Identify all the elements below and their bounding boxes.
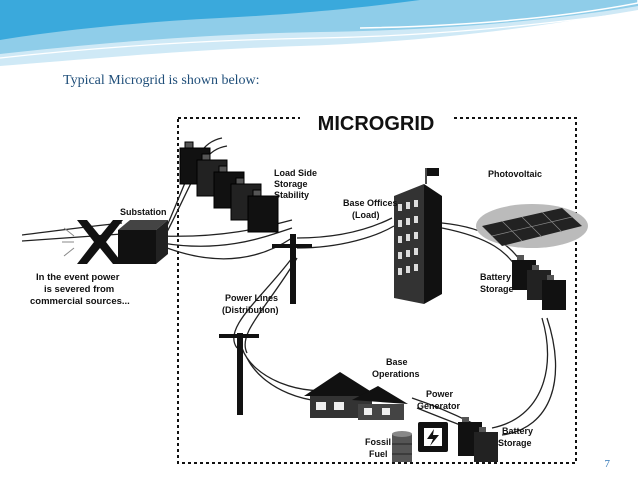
base-offices-label-line1: Base Offices	[343, 198, 398, 208]
page-number: 7	[604, 458, 611, 470]
battery-storage-right-label-line2: Storage	[480, 284, 514, 294]
photovoltaic-panel-icon	[476, 204, 588, 248]
battery-storage-bottom-label-line1: Battery	[502, 426, 533, 436]
fossil-fuel-label-line1: Fossil	[365, 437, 391, 447]
outage-note-line3: commercial sources...	[30, 296, 130, 307]
load-side-storage-label-line3: Stability	[274, 190, 309, 200]
power-lines-label-line2: (Distribution)	[222, 305, 279, 315]
battery-storage-right-label-line1: Battery	[480, 272, 511, 282]
fossil-fuel-drum-icon	[392, 431, 412, 462]
base-operations-label-line1: Base	[386, 357, 408, 367]
photovoltaic-label: Photovoltaic	[488, 169, 542, 179]
microgrid-title: MICROGRID	[318, 113, 435, 135]
battery-storage-bottom-label-line2: Storage	[498, 438, 532, 448]
battery-storage-right-icon	[512, 255, 566, 310]
power-generator-label-line2: Generator	[417, 401, 461, 411]
battery-storage-bottom-icon	[458, 417, 498, 462]
power-generator-icon	[418, 422, 448, 452]
base-offices-label-line2: (Load)	[352, 210, 380, 220]
utility-pole-lower	[219, 333, 259, 415]
substation-icon	[118, 220, 168, 264]
base-operations-label-line2: Operations	[372, 369, 420, 379]
power-lines-label-line1: Power Lines	[225, 293, 278, 303]
base-operations-buildings-icon	[304, 372, 408, 420]
slide-title: Typical Microgrid is shown below:	[63, 73, 260, 88]
outage-note-line2: is severed from	[44, 284, 114, 295]
outage-note-line1: In the event power	[36, 272, 120, 283]
fossil-fuel-label-line2: Fuel	[369, 449, 388, 459]
substation-label: Substation	[120, 207, 167, 217]
microgrid-diagram: MICROGRID Load Side Storage S	[22, 108, 588, 464]
load-side-storage-batteries	[179, 141, 279, 233]
power-generator-label-line1: Power	[426, 389, 454, 399]
load-side-storage-label-line2: Storage	[274, 179, 308, 189]
header-wave-decoration	[0, 0, 638, 66]
utility-pole-upper	[272, 234, 312, 304]
base-offices-building-icon	[394, 168, 442, 304]
load-side-storage-label-line1: Load Side	[274, 168, 317, 178]
